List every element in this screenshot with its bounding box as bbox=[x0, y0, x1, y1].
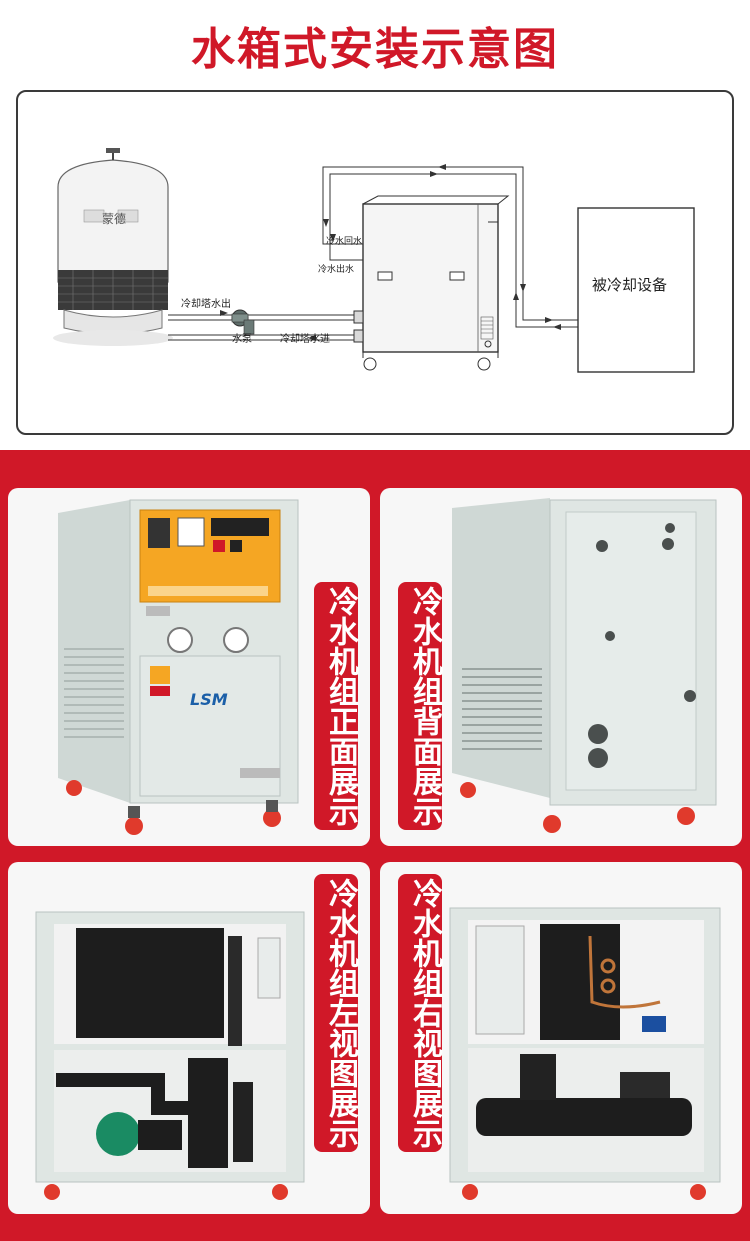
chiller-front-image bbox=[58, 499, 299, 835]
lsm-logo-text: LSM bbox=[190, 690, 228, 709]
chiller-back-image bbox=[452, 498, 717, 833]
chiller-unit-icon bbox=[353, 195, 510, 371]
chilled-out-label: 冷水出水 bbox=[318, 265, 355, 275]
caption-right-view: 冷水机组右视图展示 bbox=[398, 874, 442, 1152]
cooled-device-label: 被冷却设备 bbox=[592, 276, 668, 294]
tower-badge-text: 蒙德 bbox=[102, 212, 127, 226]
right-view-card: 冷水机组右视图展示 bbox=[380, 862, 742, 1214]
cooled-device-box bbox=[577, 207, 695, 373]
chilled-return-label: 冷水回水 bbox=[326, 237, 363, 247]
installation-diagram-svg bbox=[53, 148, 695, 373]
left-view-card: 冷水机组左视图展示 bbox=[8, 862, 370, 1214]
chiller-left-image bbox=[35, 911, 305, 1200]
chilled-water-pipes bbox=[322, 166, 578, 328]
pump-label: 水泵 bbox=[232, 334, 252, 345]
diagram-frame: 蒙德 冷却塔水出 冷却塔水进 水泵 冷水回水 冷水出水 被冷却设备 bbox=[16, 90, 734, 435]
back-view-card: 冷水机组背面展示 bbox=[380, 488, 742, 846]
caption-left-view: 冷水机组左视图展示 bbox=[314, 874, 358, 1152]
installation-diagram-panel: 水箱式安装示意图 bbox=[0, 0, 750, 450]
chiller-right-image bbox=[449, 907, 721, 1200]
cooling-water-pipes bbox=[168, 314, 356, 341]
caption-back-view: 冷水机组背面展示 bbox=[398, 582, 442, 830]
water-pump-icon bbox=[231, 309, 255, 335]
cooling-tower-outlet-label: 冷却塔水出 bbox=[181, 299, 231, 310]
page-title: 水箱式安装示意图 bbox=[191, 24, 559, 75]
front-view-card: LSM 冷水机组正面展示 bbox=[8, 488, 370, 846]
cooling-tower-icon bbox=[53, 148, 173, 346]
caption-front-view: 冷水机组正面展示 bbox=[314, 582, 358, 830]
cooling-tower-inlet-label: 冷却塔水进 bbox=[280, 334, 330, 345]
